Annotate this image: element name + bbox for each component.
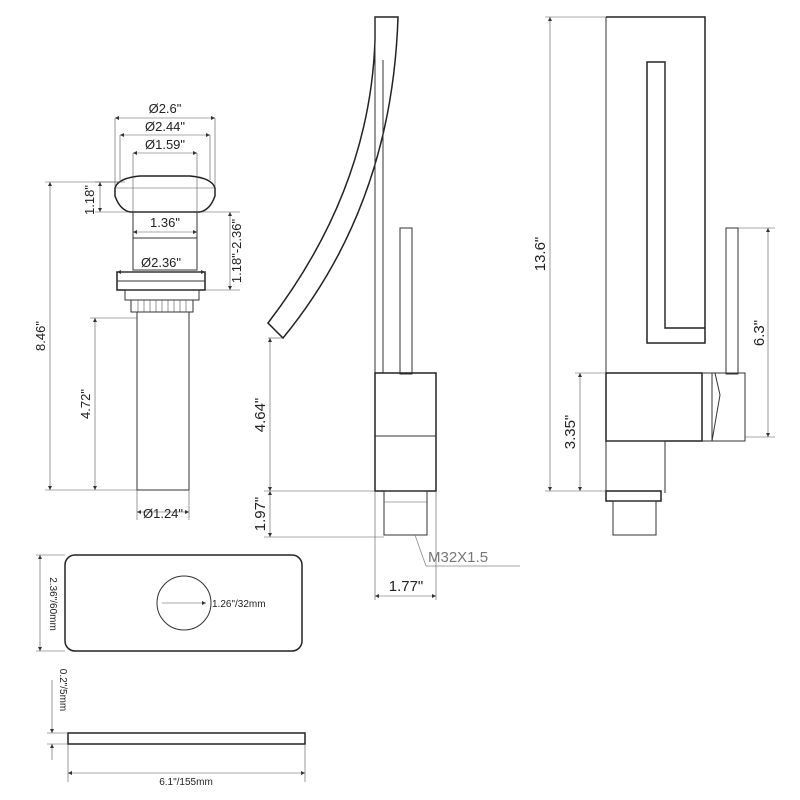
drain-cap <box>114 175 216 213</box>
faucet-spout-height: 4.64" <box>252 398 269 433</box>
plate-outline <box>64 554 303 652</box>
drain-neck-width: 1.36" <box>150 215 180 230</box>
drain-nut-dia: Ø2.36" <box>141 255 181 270</box>
plate-top-view: 1.26"/32mm 2.36"/60mm <box>36 554 303 652</box>
drain-dia-outer: Ø2.6" <box>149 101 182 116</box>
drain-dia-mid: Ø2.44" <box>145 119 185 134</box>
drain-dia-inner: Ø1.59" <box>145 137 185 152</box>
drain-pipe-dia: Ø1.24" <box>143 506 183 521</box>
faucet-side-handle <box>702 372 721 442</box>
faucet-body-height: 3.35" <box>562 415 579 450</box>
drain-cap-height: 1.18" <box>82 185 97 215</box>
drain-pipe <box>136 311 190 491</box>
plate-side-outline <box>67 732 306 745</box>
drain-total-height: 8.46" <box>33 321 48 351</box>
drain-pipe-length: 4.72" <box>78 389 93 419</box>
faucet-side-body <box>605 372 703 442</box>
faucet-base-height: 1.97" <box>252 497 269 532</box>
plate-hole <box>156 575 212 631</box>
faucet-side-thread <box>612 500 657 536</box>
faucet-handle-height: 6.3" <box>751 320 768 346</box>
faucet-front-view: 4.64" 1.97" M32X1.5 1.77" <box>252 16 520 600</box>
plate-height: 2.36"/60mm <box>47 577 58 631</box>
faucet-side-view: 13.6" 3.35" 6.3" <box>532 16 775 536</box>
plate-width: 6.1"/155mm <box>159 777 213 788</box>
faucet-base-width: 1.77" <box>389 578 424 595</box>
faucet-front-body <box>374 372 437 492</box>
faucet-thread-spec: M32X1.5 <box>428 549 488 566</box>
drain-view: Ø2.6" Ø2.44" Ø1.59" 1.36" Ø2.36" Ø1.24" … <box>33 101 244 521</box>
drain-adjust-range: 1.18"-2.36" <box>229 219 244 284</box>
plate-side-view: 0.2"/5mm 6.1"/155mm <box>47 669 306 788</box>
faucet-front-thread <box>383 490 428 536</box>
faucet-total-height: 13.6" <box>532 237 549 272</box>
faucet-front-handle <box>399 227 413 375</box>
faucet-side-spout <box>606 16 706 344</box>
faucet-front-spout <box>267 16 399 340</box>
plate-hole-dia: 1.26"/32mm <box>212 599 266 610</box>
plate-thickness: 0.2"/5mm <box>57 669 68 711</box>
